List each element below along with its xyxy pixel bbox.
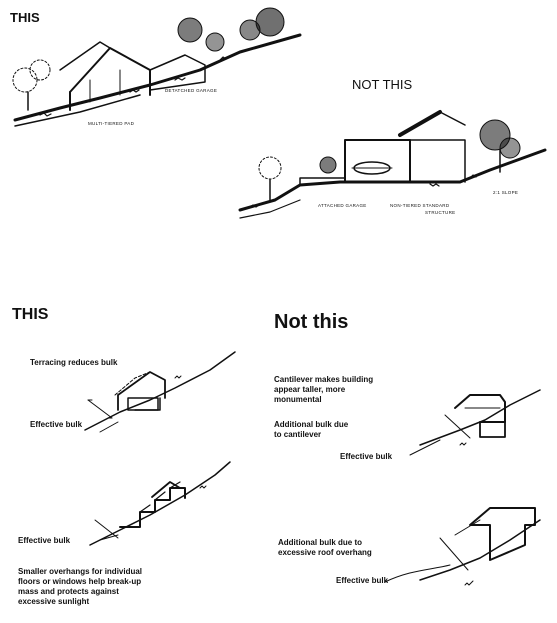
note-bulk-cantilever-line-2: to cantilever [274, 430, 322, 439]
note-cantilever-line-1: Cantilever makes building [274, 375, 374, 384]
note-terracing: Terracing reduces bulk [30, 358, 118, 367]
label-non-tiered-standard: NON-TIERED STANDARD [390, 203, 450, 208]
note-cantilever-line-3: monumental [274, 395, 322, 404]
note-overhangs-line-4: excessive sunlight [18, 597, 90, 606]
note-overhangs-line-3: mass and protects against [18, 587, 119, 596]
note-bulk-overhang: Additional bulk due to excessive roof ov… [278, 538, 372, 558]
label-detatched-garage: DETATCHED GARAGE [165, 88, 218, 93]
note-bulk-overhang-line-1: Additional bulk due to [278, 538, 362, 547]
label-effective-bulk-4: Effective bulk [336, 576, 389, 585]
label-slope: 2:1 SLOPE [493, 190, 519, 195]
label-multi-tiered-pad: MULTI-TIERED PAD [88, 121, 135, 126]
label-effective-bulk-1: Effective bulk [30, 420, 83, 429]
label-effective-bulk-2: Effective bulk [18, 536, 71, 545]
note-cantilever: Cantilever makes building appear taller,… [274, 375, 373, 405]
label-structure: STRUCTURE [425, 210, 456, 215]
illustration-tiered-house [12, 7, 302, 127]
heading-not-this-bottom: Not this [274, 311, 349, 333]
note-bulk-overhang-line-2: excessive roof overhang [278, 548, 372, 557]
note-overhangs-line-2: floors or windows help break-up [18, 577, 142, 586]
illustration-terracing-1 [84, 351, 236, 431]
label-effective-bulk-3: Effective bulk [340, 452, 393, 461]
note-bulk-cantilever: Additional bulk due to cantilever [274, 420, 348, 440]
note-overhangs: Smaller overhangs for individual floors … [18, 567, 142, 607]
note-bulk-cantilever-line-1: Additional bulk due [274, 420, 349, 429]
effective-bulk-arrows [99, 421, 451, 583]
illustration-terracing-2 [89, 461, 231, 546]
note-overhangs-line-1: Smaller overhangs for individual [18, 567, 143, 576]
heading-not-this-top: NOT THIS [352, 77, 413, 92]
heading-this-top: THIS [10, 10, 40, 25]
heading-this-bottom: THIS [12, 306, 49, 323]
illustration-cantilever [419, 389, 541, 446]
illustration-non-tiered-house [238, 110, 547, 219]
illustration-roof-overhang [419, 507, 541, 586]
label-attached-garage: ATTACHED GARAGE [318, 203, 367, 208]
note-cantilever-line-2: appear taller, more [274, 385, 346, 394]
